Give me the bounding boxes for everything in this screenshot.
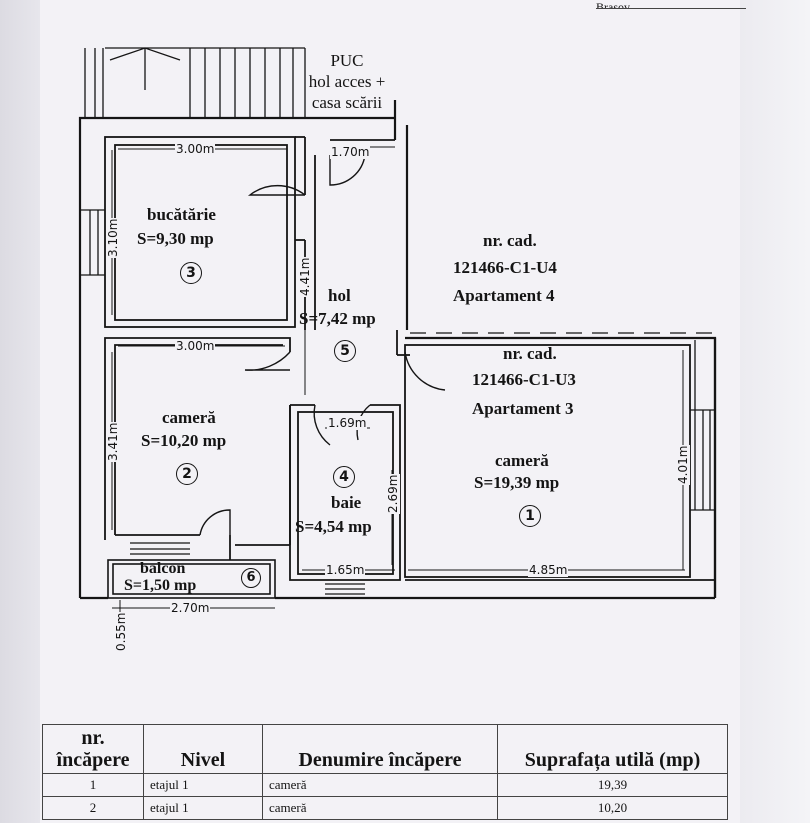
room-number-balcony: 6 [241, 568, 261, 588]
room-name-kitchen: bucătărie [147, 205, 216, 224]
dim-room1-width: 4.85m [528, 563, 569, 577]
dim-balcony-depth: 0.55m [114, 611, 128, 652]
dim-kitchen-height: 3.10m [106, 217, 120, 258]
room-name-room1: cameră [495, 451, 549, 470]
room-area-balcony: S=1,50 mp [124, 577, 197, 594]
cell-nr: 2 [42, 796, 144, 820]
room-number-kitchen: 3 [180, 262, 202, 284]
stair-label-line: casa scării [311, 93, 383, 112]
room-area-kitchen: S=9,30 mp [137, 229, 214, 248]
photo-background-left [0, 0, 40, 823]
room-name-balcony: balcon [140, 560, 186, 577]
header-suprafata: Suprafața utilă (mp) [497, 724, 728, 774]
apartment4-cad-label: nr. cad. [483, 231, 537, 250]
table-row: 2 etajul 1 cameră 10,20 [42, 796, 728, 820]
apartment3-cad-label: nr. cad. [503, 344, 557, 363]
room-number-bath: 4 [333, 466, 355, 488]
staircase [84, 47, 306, 118]
room-name-bath: baie [331, 493, 362, 512]
dim-room1-height: 4.01m [676, 444, 690, 485]
dim-bath-height: 2.69m [386, 473, 400, 514]
cell-denumire: cameră [262, 796, 498, 820]
room-number-room1: 1 [519, 505, 541, 527]
dim-bath-width: 1.65m [325, 563, 366, 577]
room1-walls [404, 337, 715, 581]
photo-background-right [740, 0, 810, 823]
windows [80, 209, 715, 595]
apartment3-name: Apartament 3 [472, 399, 574, 418]
room-area-room2: S=10,20 mp [141, 431, 227, 450]
table-row: 1 etajul 1 cameră 19,39 [42, 773, 728, 797]
apartment4-name: Apartament 4 [453, 286, 555, 305]
room-area-bath: S=4,54 mp [295, 517, 372, 536]
room-name-hall: hol [328, 286, 351, 305]
cell-nivel: etajul 1 [143, 796, 263, 820]
cell-suprafata: 10,20 [497, 796, 728, 820]
rooms-table: nr. încăpere Nivel Denumire încăpere Sup… [42, 724, 728, 820]
dim-bath-door: 1.69m [327, 416, 368, 430]
dim-hall-height: 4.41m [298, 256, 312, 297]
apartment3-cad-id: 121466-C1-U3 [472, 370, 576, 389]
header-denumire: Denumire încăpere [262, 724, 498, 774]
table-header-row: nr. încăpere Nivel Denumire încăpere Sup… [42, 724, 728, 774]
dim-kitchen-width: 3.00m [175, 142, 216, 156]
dim-balcony-width: 2.70m [170, 601, 211, 615]
header-nivel: Nivel [143, 724, 263, 774]
cell-denumire: cameră [262, 773, 498, 797]
room-number-hall: 5 [334, 340, 356, 362]
header-corner-text: Brașov [596, 0, 746, 9]
apartment4-cad-id: 121466-C1-U4 [453, 258, 557, 277]
hall-walls [314, 139, 410, 356]
cell-nr: 1 [42, 773, 144, 797]
room-area-hall: S=7,42 mp [299, 309, 376, 328]
stair-label: PUC hol acces + casa scării [297, 50, 397, 113]
cell-suprafata: 19,39 [497, 773, 728, 797]
room-name-room2: cameră [162, 408, 216, 427]
dim-room2-width: 3.00m [175, 339, 216, 353]
cell-nivel: etajul 1 [143, 773, 263, 797]
stair-label-line: PUC [330, 51, 364, 70]
dim-room2-height: 3.41m [106, 421, 120, 462]
balcony-outline [107, 559, 276, 599]
header-nr: nr. încăpere [42, 724, 144, 774]
room-number-room2: 2 [176, 463, 198, 485]
dim-hall-door: 1.70m [330, 145, 371, 159]
room-area-room1: S=19,39 mp [474, 473, 560, 492]
stair-label-line: hol acces + [308, 72, 386, 91]
